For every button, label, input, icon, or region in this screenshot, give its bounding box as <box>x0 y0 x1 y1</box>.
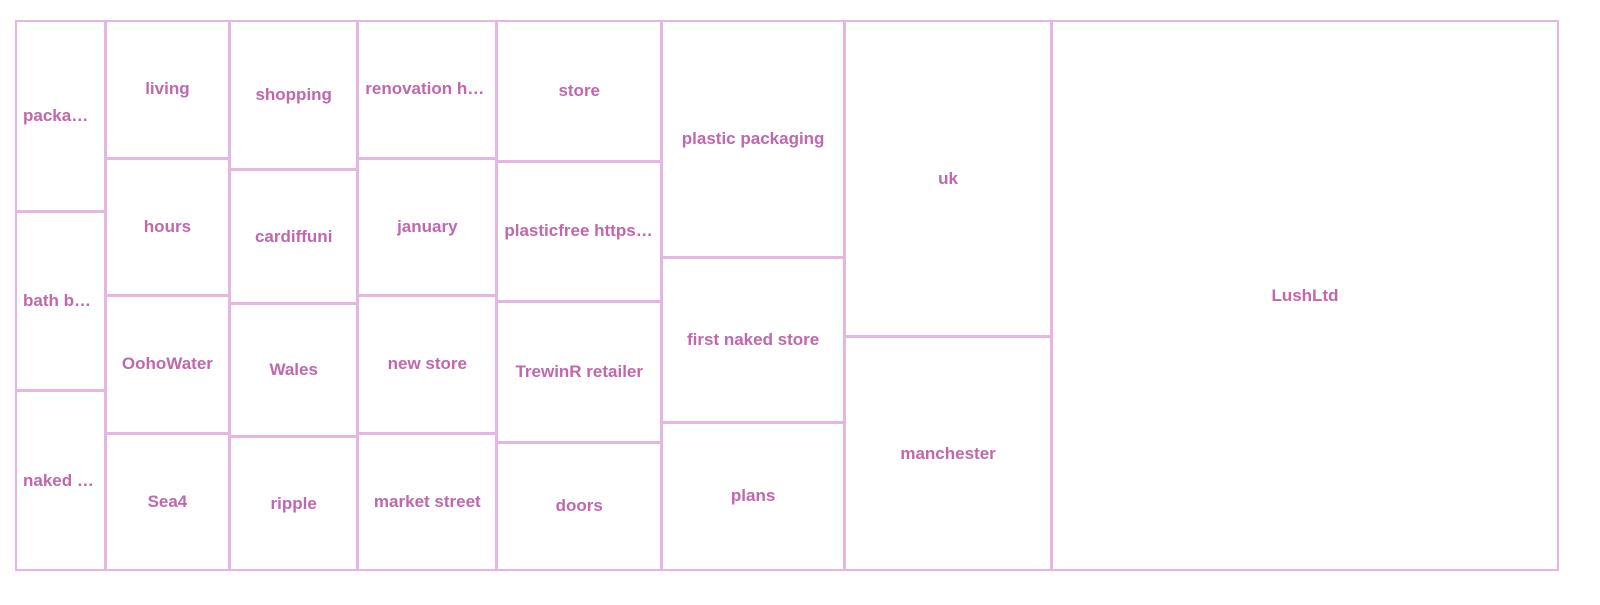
treemap-cell-label: market street <box>373 491 481 511</box>
treemap-cell[interactable]: uk <box>844 20 1052 338</box>
treemap-cell-label: store <box>558 80 601 100</box>
treemap-cell-label: ripple <box>270 493 317 513</box>
treemap-cell[interactable]: january <box>357 157 498 296</box>
treemap-cell[interactable]: doors <box>496 441 663 571</box>
treemap-cell[interactable]: bath bo… <box>15 210 106 392</box>
treemap-cell[interactable]: manchester <box>844 336 1052 571</box>
treemap-cell[interactable]: new store <box>357 295 498 434</box>
treemap-cell-label: plastic packaging <box>681 128 825 148</box>
treemap-cell-label: renovation htt… <box>365 79 490 99</box>
treemap-cell-label: new store <box>387 354 467 374</box>
treemap-cell[interactable]: shopping <box>229 20 359 171</box>
treemap-cell-label: cardiffuni <box>254 226 333 246</box>
treemap-cell[interactable]: ripple <box>229 436 359 571</box>
treemap-cell[interactable]: cardiffuni <box>229 169 359 304</box>
treemap-cell[interactable]: renovation htt… <box>357 20 498 159</box>
treemap-cell[interactable]: first naked store <box>661 256 846 423</box>
treemap-cell-label: Sea4 <box>147 491 188 511</box>
treemap-cell-label: plans <box>730 486 776 506</box>
treemap-cell-label: manchester <box>900 443 996 463</box>
treemap-cell-label: Wales <box>269 360 318 380</box>
treemap-cell-label: hours <box>143 216 192 236</box>
treemap-cell[interactable]: store <box>496 20 663 162</box>
treemap-cell-label: living <box>145 79 190 99</box>
treemap-cell[interactable]: TrewinR retailer <box>496 301 663 443</box>
treemap-cell-label: OohoWater <box>121 354 213 374</box>
treemap-cell-label: TrewinR retailer <box>515 361 644 381</box>
treemap-cell-label: plasticfree https:… <box>504 221 655 241</box>
treemap-cell-label: uk <box>938 168 958 188</box>
treemap-cell-label: LushLtd <box>1271 285 1339 305</box>
treemap-cell-label: shopping <box>255 85 332 105</box>
treemap-cell[interactable]: naked st… <box>15 390 106 571</box>
treemap-cell[interactable]: living <box>104 20 231 159</box>
treemap-cell-label: doors <box>555 496 603 516</box>
treemap-cell[interactable]: plasticfree https:… <box>496 160 663 303</box>
treemap-cell[interactable]: plans <box>661 421 846 571</box>
treemap-cell[interactable]: market street <box>357 432 498 571</box>
treemap-cell[interactable]: hours <box>104 157 231 296</box>
treemap-cell-label: january <box>397 216 458 236</box>
treemap-cell-label: packagi… <box>23 105 98 125</box>
treemap-cell[interactable]: Sea4 <box>104 432 231 571</box>
treemap-cell[interactable]: plastic packaging <box>661 20 846 258</box>
treemap-cell-label: naked st… <box>23 470 98 490</box>
treemap-cell[interactable]: OohoWater <box>104 295 231 434</box>
treemap-chart: LushLtd uk manchester plastic packaging firs… <box>15 20 1559 571</box>
treemap-cell[interactable]: packagi… <box>15 20 106 212</box>
treemap-cell[interactable]: LushLtd <box>1050 20 1559 571</box>
treemap-cell-label: first naked store <box>686 329 820 349</box>
treemap-cell[interactable]: Wales <box>229 302 359 438</box>
treemap-cell-label: bath bo… <box>23 291 98 311</box>
